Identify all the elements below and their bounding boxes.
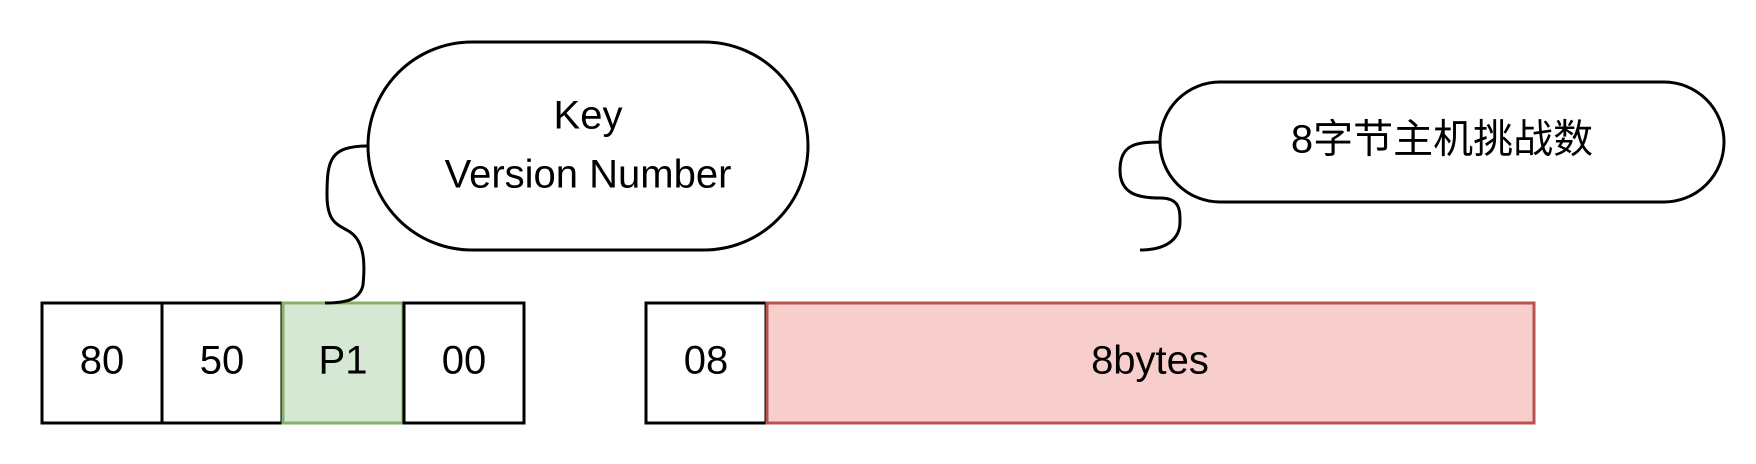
cell-data [765,301,1536,425]
apdu-header-group: 80 50 P1 00 [40,301,526,425]
host-challenge-callout: 8字节主机挑战数 [1118,80,1726,252]
cell-ins [160,301,284,425]
cell-ins-text: 50 [200,339,245,383]
cell-lc-text: 08 [684,339,729,383]
key-version-label-line1: Key [554,94,623,138]
key-version-bubble [366,40,810,252]
key-version-connector [324,144,369,305]
cell-data-text: 8bytes [1091,339,1209,383]
cell-p1-text: P1 [319,339,368,383]
cell-cla [40,301,164,425]
data-field-group: 08 8bytes [644,301,1536,425]
cell-p2-text: 00 [442,339,487,383]
cell-cla-text: 80 [80,339,125,383]
host-challenge-connector [1118,140,1182,252]
cell-p2 [402,301,526,425]
key-version-callout: Key Version Number [324,40,810,305]
cell-lc [644,301,768,425]
key-version-label-line2: Version Number [445,153,732,197]
host-challenge-label: 8字节主机挑战数 [1291,118,1593,162]
